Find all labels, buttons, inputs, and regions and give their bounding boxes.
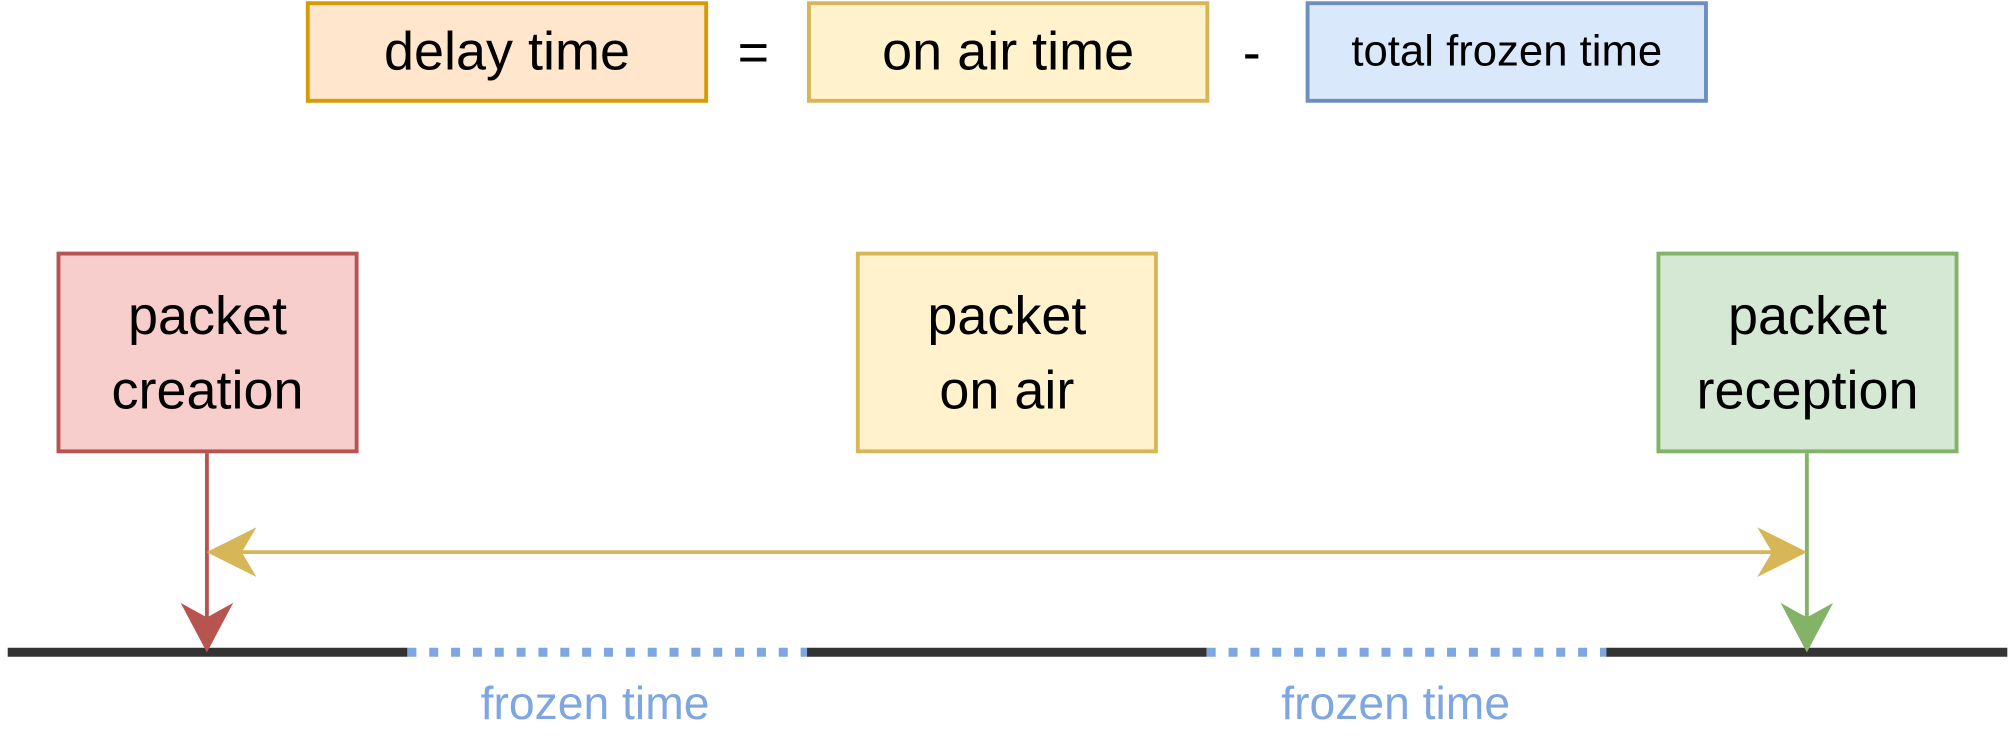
packet-reception-box: packet reception (1656, 251, 1959, 454)
delay-time-box: delay time (305, 1, 709, 103)
total-frozen-time-label: total frozen time (1351, 27, 1663, 77)
creation-arrowhead (180, 602, 234, 653)
packet-on-air-box: packet on air (855, 251, 1158, 454)
frozen-time-label-2: frozen time (1281, 676, 1511, 730)
frozen-time-label-1: frozen time (480, 676, 710, 730)
packet-reception-label: packet reception (1696, 284, 1919, 420)
packet-creation-box: packet creation (56, 251, 359, 454)
minus-sign: - (1242, 21, 1261, 83)
total-frozen-time-box: total frozen time (1305, 1, 1708, 103)
delay-time-label: delay time (383, 20, 630, 82)
on-air-span-left-arrowhead (206, 527, 257, 578)
equals-sign: = (737, 21, 770, 83)
packet-creation-label: packet creation (111, 284, 304, 420)
on-air-time-label: on air time (882, 20, 1135, 82)
packet-on-air-label: packet on air (927, 284, 1087, 420)
on-air-time-box: on air time (807, 1, 1210, 103)
reception-arrowhead (1780, 602, 1834, 653)
on-air-span-right-arrowhead (1757, 527, 1808, 578)
